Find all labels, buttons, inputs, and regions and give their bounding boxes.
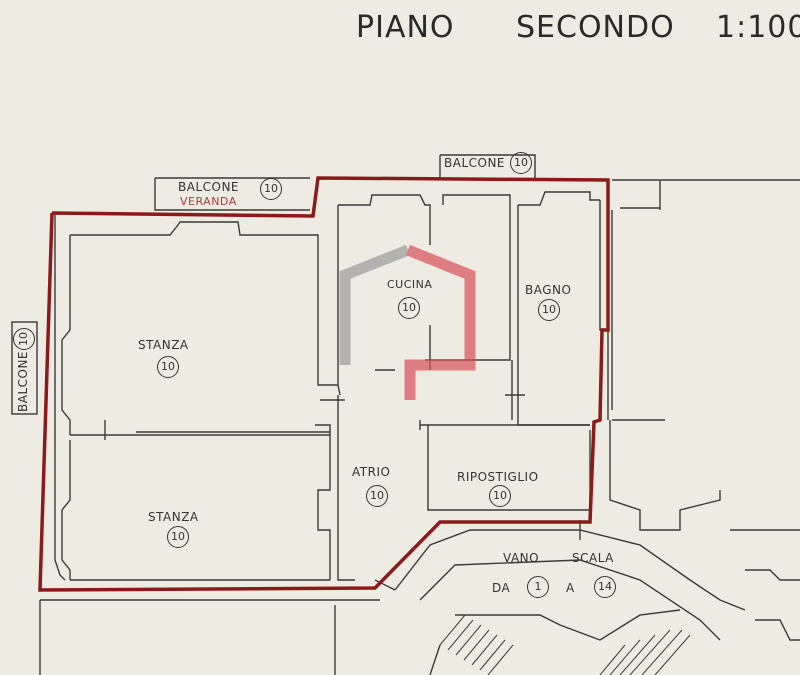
stair-from-label: DA xyxy=(492,581,511,595)
house-logo-icon xyxy=(339,244,476,400)
property-boundary xyxy=(38,176,610,592)
stair-to-number: 14 xyxy=(594,576,616,598)
stanza-upper-number: 10 xyxy=(157,356,179,378)
cucina-label: CUCINA xyxy=(387,278,433,291)
balcone-veranda-label: BALCONE xyxy=(178,180,240,194)
floor-title-name: SECONDO xyxy=(516,10,675,45)
atrio-label: ATRIO xyxy=(352,465,391,479)
stanza-upper-label: STANZA xyxy=(138,338,189,352)
cucina-number: 10 xyxy=(398,297,420,319)
floor-title-word: PIANO xyxy=(356,10,455,45)
ripostiglio-label: RIPOSTIGLIO xyxy=(457,470,539,484)
stair-to-label: A xyxy=(566,581,575,595)
stanza-lower-number: 10 xyxy=(167,526,189,548)
scala-label: SCALA xyxy=(572,551,614,565)
balcone-side-number: 10 xyxy=(13,328,35,350)
balcone-top-number: 10 xyxy=(510,152,532,174)
stair-from-number: 1 xyxy=(527,576,549,598)
balcone-side-label: BALCONE xyxy=(16,350,30,412)
floor-scale: 1:100 xyxy=(716,10,800,45)
stanza-lower-label: STANZA xyxy=(148,510,199,524)
bagno-number: 10 xyxy=(538,299,560,321)
ripostiglio-number: 10 xyxy=(489,485,511,507)
bagno-label: BAGNO xyxy=(525,283,572,297)
atrio-number: 10 xyxy=(366,485,388,507)
balcone-veranda-sub: VERANDA xyxy=(180,195,237,208)
balcone-top-label: BALCONE xyxy=(444,156,506,170)
balcone-veranda-number: 10 xyxy=(260,178,282,200)
vano-label: VANO xyxy=(503,551,540,565)
